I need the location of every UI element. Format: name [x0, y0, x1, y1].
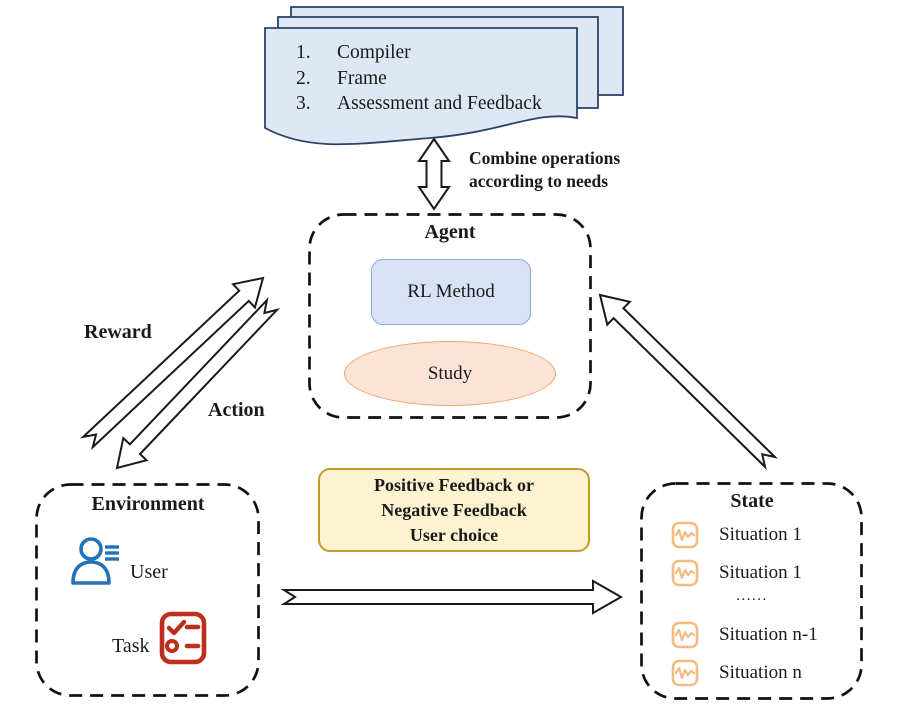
situation-row: Situation 1 — [671, 559, 802, 587]
list-number: 2. — [296, 67, 311, 89]
document-list: 1. Compiler 2. Frame 3. Assessment and F… — [296, 40, 542, 117]
reward-label: Reward — [84, 321, 152, 343]
situation-label: Situation n — [719, 662, 802, 683]
situation-row: Situation 1 — [671, 521, 802, 549]
reward-arrow — [80, 276, 265, 451]
list-number: 3. — [296, 93, 311, 114]
situation-row: Situation n-1 — [671, 621, 818, 649]
rl-method-node: RL Method — [371, 259, 531, 325]
feedback-line1: Positive Feedback or — [374, 474, 534, 495]
list-number: 1. — [296, 42, 311, 63]
document-list-item: 2. Frame — [296, 66, 542, 92]
situation-row: Situation n — [671, 659, 802, 687]
document-list-item: 1. Compiler — [296, 40, 542, 66]
user-label: User — [130, 561, 168, 583]
combine-note: Combine operations according to needs — [469, 147, 620, 193]
agent-title: Agent — [424, 221, 476, 243]
waveform-icon — [671, 521, 699, 549]
study-node: Study — [344, 341, 556, 406]
action-label: Action — [208, 399, 265, 421]
waveform-icon — [671, 659, 699, 687]
waveform-icon — [671, 621, 699, 649]
list-label: Assessment and Feedback — [337, 93, 542, 114]
action-arrow — [115, 297, 281, 470]
document-stack-icon — [264, 6, 624, 146]
task-icon — [159, 611, 207, 665]
combine-note-line2: according to needs — [469, 171, 609, 191]
environment-box — [35, 483, 260, 697]
waveform-icon — [671, 559, 699, 587]
rl-method-label: RL Method — [407, 281, 495, 302]
document-list-item: 3. Assessment and Feedback — [296, 91, 542, 117]
study-label: Study — [427, 362, 473, 384]
feedback-line3: User choice — [409, 524, 499, 545]
env-to-state-arrow — [280, 579, 624, 615]
user-icon — [71, 537, 119, 585]
feedback-line2: Negative Feedback — [381, 499, 527, 520]
ellipsis-text: ...... — [736, 588, 768, 604]
environment-title: Environment — [91, 493, 205, 515]
document-front — [264, 27, 578, 146]
state-to-agent-arrow — [598, 293, 779, 471]
situation-label: Situation 1 — [719, 562, 802, 583]
situation-label: Situation 1 — [719, 524, 802, 545]
task-label: Task — [112, 635, 150, 657]
combine-note-line1: Combine operations — [469, 148, 621, 168]
list-label: Frame — [337, 67, 387, 89]
state-title: State — [730, 490, 774, 512]
combine-double-arrow — [417, 137, 451, 211]
situation-label: Situation n-1 — [719, 624, 818, 645]
list-label: Compiler — [337, 42, 411, 63]
feedback-box: Positive Feedback or Negative Feedback U… — [318, 468, 590, 552]
